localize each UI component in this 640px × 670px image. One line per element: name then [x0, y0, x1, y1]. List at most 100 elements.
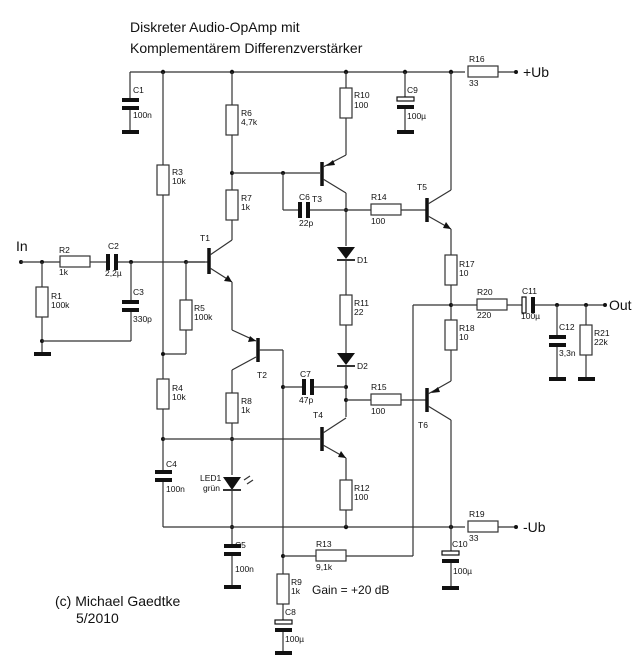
svg-text:C7: C7 [300, 369, 311, 379]
svg-text:R4: R4 [172, 383, 183, 393]
svg-text:1k: 1k [241, 405, 251, 415]
svg-text:47p: 47p [299, 395, 313, 405]
svg-text:C5: C5 [235, 540, 246, 550]
svg-text:100µ: 100µ [453, 566, 472, 576]
svg-text:C3: C3 [133, 287, 144, 297]
positive-rail [130, 69, 465, 75]
svg-text:1k: 1k [59, 267, 69, 277]
transistor-t5: T5 [417, 72, 452, 255]
resistor-r18: R18 10 [444, 319, 475, 381]
svg-text:C11: C11 [522, 286, 537, 296]
svg-text:22k: 22k [594, 337, 608, 347]
capacitor-c1: C1 100n [122, 72, 152, 134]
svg-text:22p: 22p [299, 218, 313, 228]
date-label: 5/2010 [76, 610, 119, 626]
svg-text:R13: R13 [316, 539, 332, 549]
capacitor-c4: C4 100n [155, 459, 185, 527]
svg-text:10: 10 [459, 268, 469, 278]
svg-text:2,2µ: 2,2µ [105, 268, 122, 278]
resistor-r9: R9 1k [276, 573, 302, 620]
svg-text:T2: T2 [257, 370, 267, 380]
svg-text:R16: R16 [469, 54, 485, 64]
svg-text:R18: R18 [459, 323, 475, 333]
svg-text:100n: 100n [133, 110, 152, 120]
resistor-r2: R2 1k [59, 245, 106, 277]
svg-text:100: 100 [371, 216, 385, 226]
resistor-r10: R10 100 [339, 72, 370, 122]
terminal-vneg: -Ub [523, 519, 546, 535]
resistor-r11: R11 22 [339, 294, 369, 353]
svg-text:C8: C8 [285, 607, 296, 617]
svg-text:C4: C4 [166, 459, 177, 469]
transistor-t1: T1 [186, 225, 233, 330]
svg-text:33: 33 [469, 78, 479, 88]
svg-text:R17: R17 [459, 259, 475, 269]
svg-text:R2: R2 [59, 245, 70, 255]
svg-text:LED1: LED1 [200, 473, 222, 483]
svg-text:100: 100 [371, 406, 385, 416]
capacitor-c11: C11 100µ [521, 286, 607, 321]
svg-text:T1: T1 [200, 233, 210, 243]
title-line2: Komplementärem Differenzverstärker [130, 40, 363, 56]
svg-text:1k: 1k [241, 202, 251, 212]
svg-text:C10: C10 [452, 539, 468, 549]
svg-text:T3: T3 [312, 194, 322, 204]
svg-text:100µ: 100µ [521, 311, 540, 321]
terminal-out: Out [609, 297, 632, 313]
svg-text:R5: R5 [194, 303, 205, 313]
diode-d2: D2 [337, 353, 368, 417]
transistor-t6: T6 [418, 380, 452, 527]
resistor-r7: R7 1k [225, 189, 252, 225]
svg-text:R10: R10 [354, 90, 370, 100]
resistor-r4: R4 10k [156, 378, 186, 470]
svg-text:100µ: 100µ [407, 111, 426, 121]
resistor-r1: R1 100k [34, 262, 70, 356]
svg-text:D2: D2 [357, 361, 368, 371]
svg-text:100n: 100n [166, 484, 185, 494]
svg-text:22: 22 [354, 307, 364, 317]
svg-text:100n: 100n [235, 564, 254, 574]
svg-text:100k: 100k [194, 312, 213, 322]
svg-text:9,1k: 9,1k [316, 562, 333, 572]
resistor-r13: R13 9,1k [281, 304, 451, 572]
resistor-r14: R14 100 [346, 192, 426, 226]
svg-text:R20: R20 [477, 287, 493, 297]
resistor-r19: R19 33 [467, 509, 518, 543]
svg-text:R19: R19 [469, 509, 485, 519]
capacitor-c7: C7 47p [281, 369, 346, 405]
resistor-r21: R21 22k [578, 305, 610, 381]
gain-label: Gain = +20 dB [312, 583, 389, 597]
terminal-vpos: +Ub [523, 64, 549, 80]
svg-text:R11: R11 [354, 298, 369, 308]
capacitor-c5: C5 100n [224, 525, 254, 589]
capacitor-c12: C12 3,3n [549, 305, 576, 381]
capacitor-c8: C8 100µ [274, 607, 304, 655]
svg-text:T4: T4 [313, 410, 323, 420]
led-led1: LED1 grün [200, 473, 254, 540]
capacitor-c3: C3 330p [42, 262, 152, 342]
transistor-t2: T2 [231, 329, 284, 605]
svg-text:C9: C9 [407, 85, 418, 95]
svg-text:R6: R6 [241, 108, 252, 118]
resistor-r20: R20 220 [451, 287, 522, 320]
resistor-r17: R17 10 [444, 254, 475, 320]
svg-text:R9: R9 [291, 577, 302, 587]
svg-text:R3: R3 [172, 167, 183, 177]
input-terminal: In [16, 238, 60, 264]
svg-text:C1: C1 [133, 85, 144, 95]
svg-text:100: 100 [354, 100, 368, 110]
svg-text:R14: R14 [371, 192, 387, 202]
resistor-r3: R3 10k [156, 72, 186, 379]
svg-text:4,7k: 4,7k [241, 117, 258, 127]
svg-text:33: 33 [469, 533, 479, 543]
svg-text:C12: C12 [559, 322, 575, 332]
svg-text:R12: R12 [354, 483, 370, 493]
svg-text:D1: D1 [357, 255, 368, 265]
svg-text:100: 100 [354, 492, 368, 502]
capacitor-c2: C2 2,2µ [105, 241, 205, 278]
svg-text:R1: R1 [51, 291, 62, 301]
svg-text:T6: T6 [418, 420, 428, 430]
svg-text:R7: R7 [241, 193, 252, 203]
svg-text:220: 220 [477, 310, 491, 320]
